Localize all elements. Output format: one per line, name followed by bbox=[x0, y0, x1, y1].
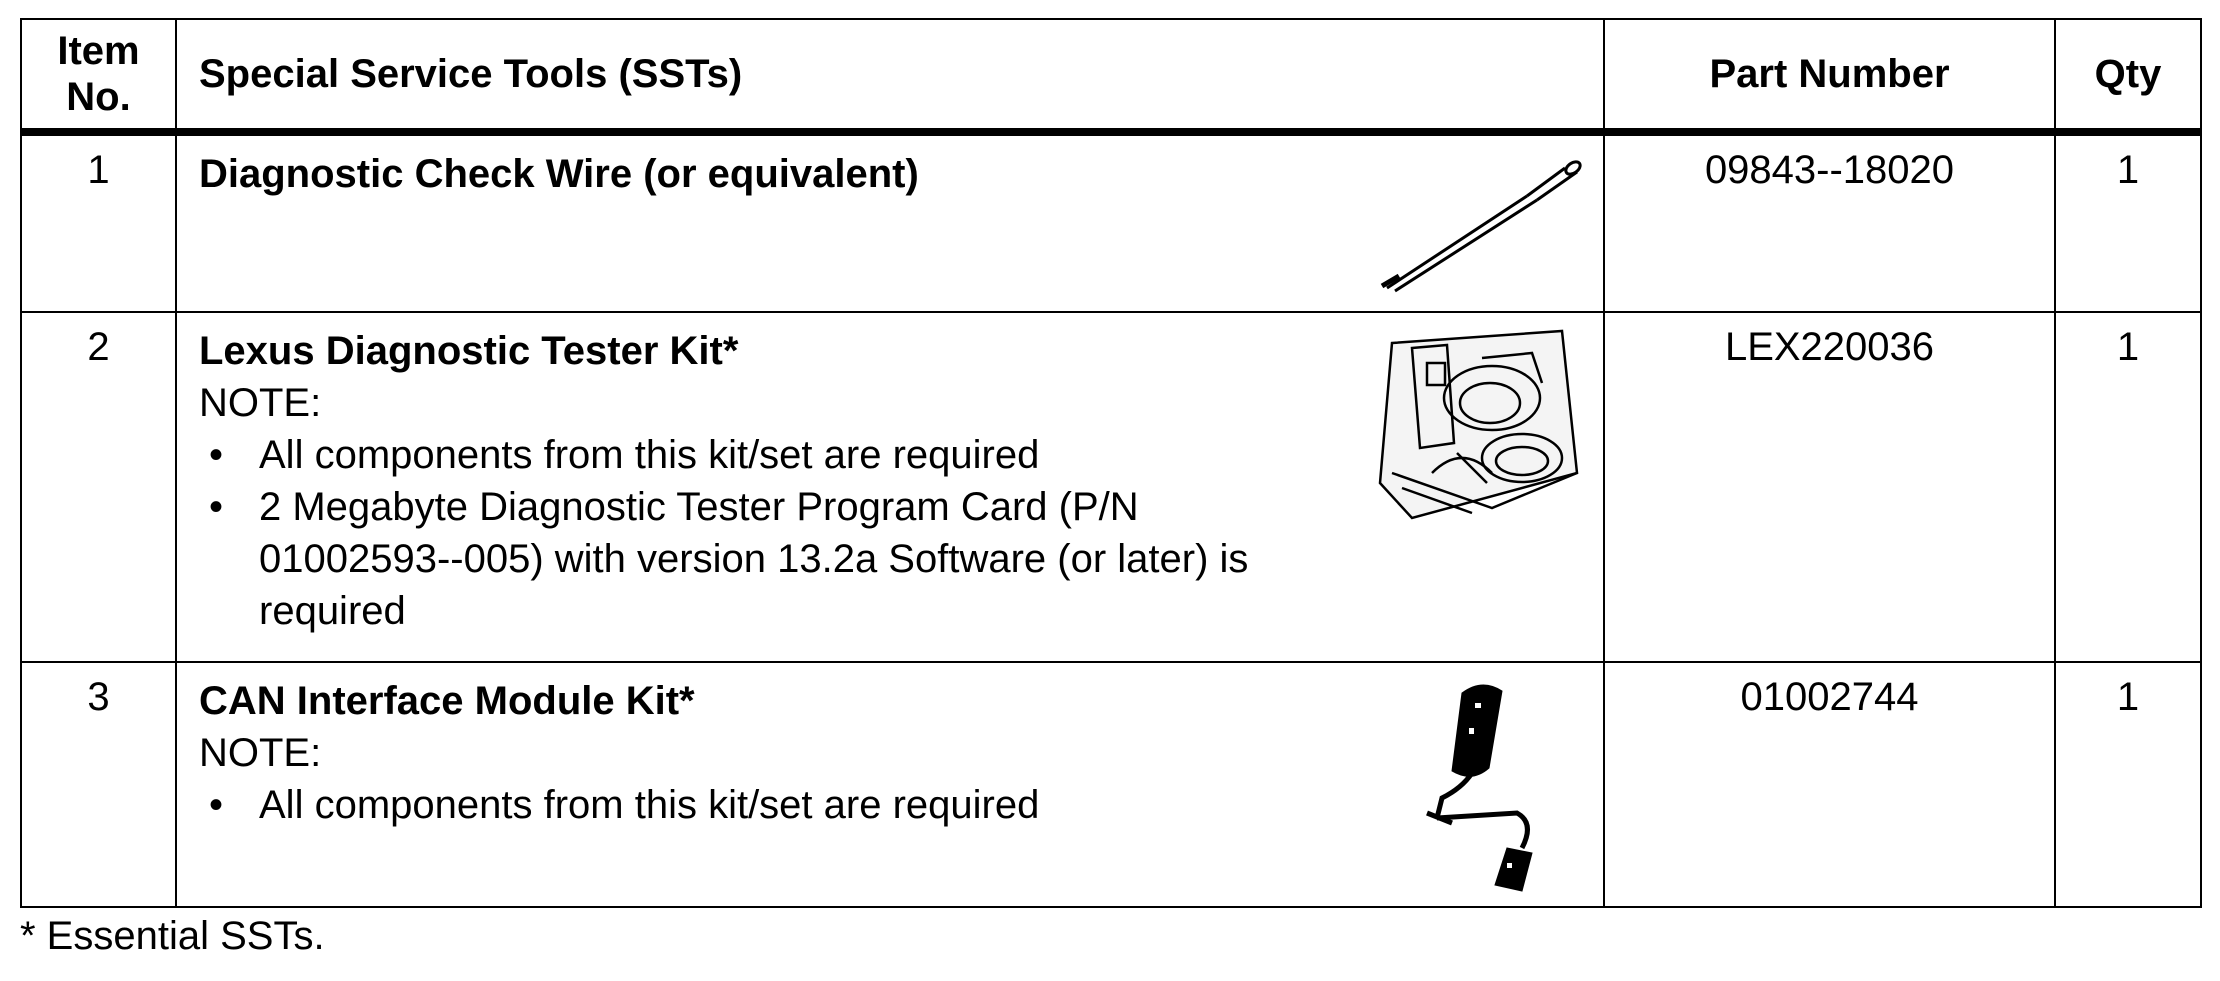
header-item-no-label: Item No. bbox=[57, 29, 140, 119]
bullet-dot-icon: • bbox=[209, 433, 224, 477]
row-description: Diagnostic Check Wire (or equivalent) bbox=[175, 131, 1605, 313]
row-item-no: 2 bbox=[20, 311, 177, 663]
row-qty: 1 bbox=[2054, 661, 2202, 908]
note-bullet: • All components from this kit/set are r… bbox=[199, 779, 1581, 831]
row-item-no: 3 bbox=[20, 661, 177, 908]
row-item-no: 1 bbox=[20, 131, 177, 313]
sst-table: Item No. Special Service Tools (SSTs) Pa… bbox=[20, 18, 2202, 908]
note-label: NOTE: bbox=[199, 731, 322, 775]
note-bullet-list: • All components from this kit/set are r… bbox=[199, 779, 1581, 831]
row-description: CAN Interface Module Kit* NOTE: • All co… bbox=[175, 661, 1605, 908]
note-bullet-list: • All components from this kit/set are r… bbox=[199, 429, 1581, 637]
bullet-dot-icon: • bbox=[209, 783, 224, 827]
footnote: * Essential SSTs. bbox=[20, 914, 325, 958]
tool-name: Diagnostic Check Wire (or equivalent) bbox=[199, 152, 919, 196]
note-bullet-text: All components from this kit/set are req… bbox=[259, 433, 1040, 477]
row-part-number: 01002744 bbox=[1603, 661, 2056, 908]
note-bullet: • 2 Megabyte Diagnostic Tester Program C… bbox=[199, 481, 1319, 637]
row-part-number: 09843--18020 bbox=[1603, 131, 2056, 313]
tester-kit-case-icon bbox=[1378, 329, 1579, 520]
table-row: 1 Diagnostic Check Wire (or equivalent) … bbox=[20, 131, 2202, 313]
note-label: NOTE: bbox=[199, 381, 322, 425]
row-part-number: LEX220036 bbox=[1603, 311, 2056, 663]
table-row: 2 Lexus Diagnostic Tester Kit* NOTE: • A… bbox=[20, 311, 2202, 663]
row-qty: 1 bbox=[2054, 311, 2202, 663]
tool-name: CAN Interface Module Kit* bbox=[199, 679, 695, 723]
header-special-service-tools: Special Service Tools (SSTs) bbox=[175, 18, 1605, 133]
note-bullet-text: All components from this kit/set are req… bbox=[259, 783, 1040, 827]
header-qty: Qty bbox=[2054, 18, 2202, 133]
note-bullet-text: 2 Megabyte Diagnostic Tester Program Car… bbox=[259, 485, 1249, 633]
note-bullet: • All components from this kit/set are r… bbox=[199, 429, 1581, 481]
header-part-number: Part Number bbox=[1603, 18, 2056, 133]
header-item-no: Item No. bbox=[20, 18, 177, 133]
row-description: Lexus Diagnostic Tester Kit* NOTE: • All… bbox=[175, 311, 1605, 663]
check-wire-icon bbox=[1380, 160, 1582, 293]
bullet-dot-icon: • bbox=[209, 485, 224, 529]
tool-name: Lexus Diagnostic Tester Kit* bbox=[199, 329, 739, 373]
row-qty: 1 bbox=[2054, 131, 2202, 313]
can-interface-module-icon bbox=[1426, 684, 1533, 892]
table-header-row: Item No. Special Service Tools (SSTs) Pa… bbox=[20, 18, 2202, 133]
table-row: 3 CAN Interface Module Kit* NOTE: • All … bbox=[20, 661, 2202, 908]
